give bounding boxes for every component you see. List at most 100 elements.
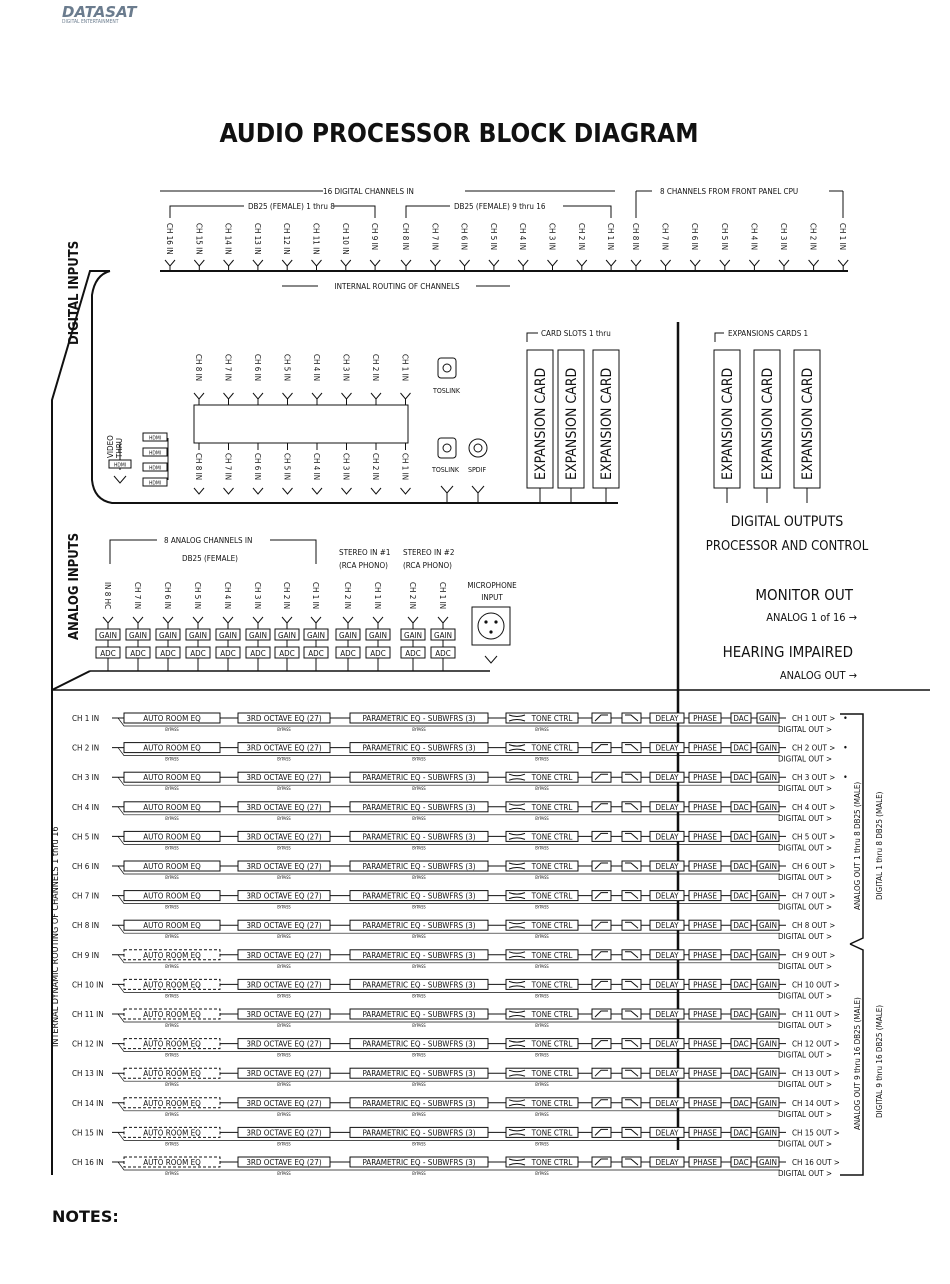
- phase-block: [688, 801, 722, 813]
- bypass-label: BYPASS: [412, 1082, 426, 1087]
- internal-routing-enclosure: [91, 270, 618, 504]
- digital-input-label: CH 6 IN: [460, 223, 469, 250]
- delay-block-label: DELAY: [656, 773, 680, 782]
- bypass-label: BYPASS: [412, 845, 426, 850]
- tone-ctrl-block: [505, 742, 579, 754]
- delay-block-label: DELAY: [656, 1010, 680, 1019]
- hdmi-port-label: HDMI: [149, 465, 161, 471]
- toslink-top-label: TOSLINK: [432, 387, 461, 395]
- row-output-label: CH 15 OUT >: [792, 1128, 840, 1137]
- bypass-line: [117, 1161, 780, 1171]
- expansion-card-label: EXPANSION CARD: [564, 368, 580, 480]
- delay-block-label: DELAY: [656, 892, 680, 901]
- db25b-bracket-right: [563, 205, 612, 218]
- dac-block: [730, 919, 752, 931]
- tone-ctrl-icon: [508, 892, 526, 900]
- hdmi-port: [142, 447, 168, 457]
- adc-label: ADC: [370, 649, 386, 658]
- analog-channel-arrow: [222, 616, 234, 624]
- hdmi-bottom-channel-label: CH 3 IN: [342, 453, 351, 480]
- spdif-label: SPDIF: [468, 466, 487, 474]
- tone-ctrl-label: TONE CTRL: [531, 714, 573, 723]
- digital-input-arrow: [630, 259, 642, 267]
- third-octave-eq-block: [237, 1156, 331, 1168]
- analog-out-9-16-label: ANALOG OUT 9 thru 16 DB25 (MALE): [853, 997, 862, 1130]
- delay-block: [649, 712, 685, 724]
- third-octave-eq-block-label: 3RD OCTAVE EQ (27): [246, 980, 321, 989]
- adc-label: ADC: [220, 649, 236, 658]
- tone-ctrl-icon: [508, 980, 526, 988]
- gain-block: [756, 1038, 780, 1050]
- third-octave-eq-block-label: 3RD OCTAVE EQ (27): [246, 714, 321, 723]
- microphone-arrow: [484, 655, 498, 664]
- bypass-line: [117, 776, 780, 786]
- row-digital-out-label: DIGITAL OUT >: [778, 1021, 832, 1030]
- high-pass-icon: [594, 803, 608, 811]
- row-input-label: CH 13 IN: [72, 1069, 104, 1078]
- gain-block-label: GAIN: [759, 951, 777, 960]
- gain-block: [756, 919, 780, 931]
- analog-inputs-side-label: ANALOG INPUTS: [67, 533, 82, 640]
- phase-block-label: PHASE: [693, 1040, 717, 1049]
- high-pass-filter-block: [591, 949, 612, 961]
- bypass-line: [117, 717, 780, 727]
- third-octave-eq-block: [237, 742, 331, 754]
- auto-room-eq-block: [123, 1008, 221, 1020]
- digital-input-label: CH 1 IN: [606, 223, 615, 250]
- analog-channel-arrow: [281, 616, 293, 624]
- digital-input-arrow: [281, 259, 293, 267]
- phase-block: [688, 771, 722, 783]
- analog-channel-arrow: [102, 616, 114, 624]
- delay-block: [649, 860, 685, 872]
- auto-room-eq-block-label: AUTO ROOM EQ: [143, 1069, 201, 1078]
- gain-block-label: GAIN: [759, 773, 777, 782]
- digital-1-8-label: DIGITAL 1 thru 8 DB25 (MALE): [875, 791, 884, 900]
- high-pass-icon: [594, 921, 608, 929]
- row-digital-out-label: DIGITAL OUT >: [778, 1080, 832, 1089]
- low-pass-filter-block: [621, 919, 642, 931]
- row-output-label: CH 5 OUT >: [792, 832, 835, 841]
- tone-ctrl-block: [505, 1097, 579, 1109]
- bypass-label: BYPASS: [412, 875, 426, 880]
- gain-block: [756, 1097, 780, 1109]
- low-pass-filter-block: [621, 1008, 642, 1020]
- hdmi-bottom-arrow: [400, 487, 411, 495]
- digital-input-label: CH 1 IN: [838, 223, 847, 250]
- analog-bus-join: [51, 670, 91, 691]
- gain-block: [756, 830, 780, 842]
- high-pass-icon: [594, 714, 608, 722]
- spdif-port: [473, 443, 483, 453]
- bypass-label: BYPASS: [535, 786, 549, 791]
- delay-block: [649, 949, 685, 961]
- hdmi-top-arrow: [193, 392, 205, 400]
- tone-ctrl-icon: [508, 773, 526, 781]
- row-output-label: CH 7 OUT >: [792, 892, 835, 901]
- expansion-card-label: EXPANSION CARD: [599, 368, 615, 480]
- dac-block: [730, 1126, 752, 1138]
- low-pass-filter-block: [621, 949, 642, 961]
- tone-ctrl-block: [505, 1038, 579, 1050]
- tone-ctrl-label: TONE CTRL: [531, 921, 573, 930]
- tone-ctrl-label: TONE CTRL: [531, 803, 573, 812]
- hdmi-bottom-channel-label: CH 7 IN: [224, 453, 233, 480]
- expansion-card: [753, 349, 781, 489]
- row-output-label: CH 11 OUT >: [792, 1010, 840, 1019]
- third-octave-eq-block-label: 3RD OCTAVE EQ (27): [246, 803, 321, 812]
- expansion-card-label: EXPANSION CARD: [720, 368, 736, 480]
- monitor-dot: •: [843, 744, 848, 754]
- high-pass-icon: [594, 1128, 608, 1136]
- row-digital-out-label: DIGITAL OUT >: [778, 755, 832, 764]
- parametric-eq-block: [349, 1156, 489, 1168]
- low-pass-icon: [625, 921, 639, 929]
- low-pass-filter-block: [621, 712, 642, 724]
- digital-input-label: CH 16 IN: [165, 223, 174, 255]
- analog-brackets: [51, 539, 930, 691]
- digital-input-arrow: [429, 259, 441, 267]
- digital-input-label: CH 15 IN: [194, 223, 203, 255]
- logo-subtitle: DIGITAL ENTERTAINMENT: [62, 19, 119, 25]
- adc-label: ADC: [250, 649, 266, 658]
